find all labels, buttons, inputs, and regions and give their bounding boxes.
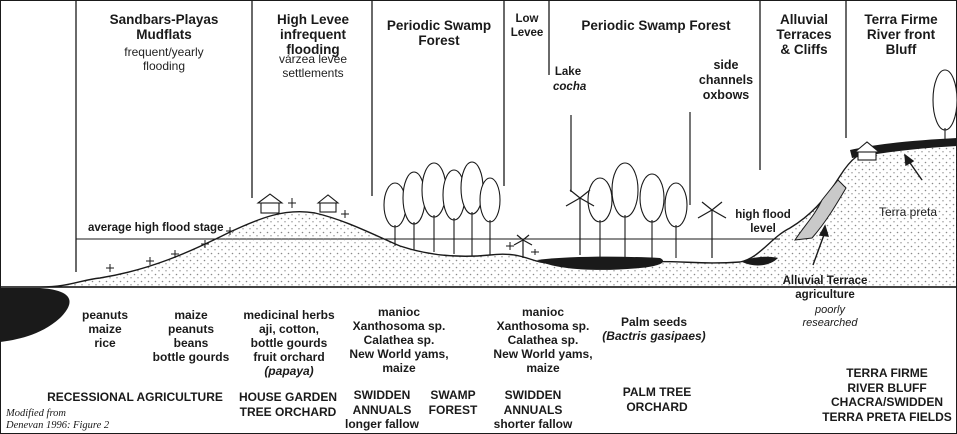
zone-subtitle-high-levee: várzea levee settlements: [254, 52, 372, 80]
crops-sandbars-1: peanuts maize rice: [74, 308, 136, 350]
zone-title-terra-firme: Terra Firme River front Bluff: [848, 12, 954, 57]
system-swamp-forest: SWAMP FOREST: [420, 388, 486, 417]
side-channels-label: side channels oxbows: [692, 58, 760, 103]
crops-high-levee: medicinal herbs aji, cotton, bottle gour…: [236, 308, 342, 378]
zone-title-swamp-forest-2: Periodic Swamp Forest: [552, 18, 760, 33]
zone-title-high-levee: High Levee infrequent flooding: [254, 12, 372, 57]
system-palm-orchard: PALM TREE ORCHARD: [608, 385, 706, 414]
crops-low-levee: manioc Xanthosoma sp. Calathea sp. New W…: [484, 305, 602, 375]
high-flood-level-label: high flood level: [728, 208, 798, 236]
crops-sandbars-2: maize peanuts beans bottle gourds: [138, 308, 244, 364]
crops-palm: Palm seeds(Bactris gasipaes): [590, 315, 718, 343]
river-water: [0, 288, 70, 342]
crops-swamp-1: manioc Xanthosoma sp. Calathea sp. New W…: [340, 305, 458, 375]
zone-subtitle-sandbars: frequent/yearly flooding: [84, 45, 244, 73]
zone-title-alluvial-terraces: Alluvial Terraces & Cliffs: [762, 12, 846, 57]
source-credit: Modified from Denevan 1996: Figure 2: [6, 408, 109, 432]
system-recessional: RECESSIONAL AGRICULTURE: [38, 390, 232, 405]
poorly-researched-label: poorly researched: [790, 304, 870, 330]
system-house-garden: HOUSE GARDEN TREE ORCHARD: [232, 390, 344, 419]
alluvial-terrace-ag-label: Alluvial Terrace agriculture: [770, 274, 880, 302]
swamp-forest-trees-1: [384, 162, 500, 256]
zone-title-low-levee: Low Levee: [505, 12, 549, 40]
swamp-forest-trees-2: [588, 163, 687, 258]
zone-title-sandbars: Sandbars-Playas Mudflats: [84, 12, 244, 42]
zone-title-swamp-forest-1: Periodic Swamp Forest: [374, 18, 504, 48]
terra-preta-label: Terra preta: [868, 205, 948, 219]
levee-huts: [258, 142, 879, 213]
system-terra-firme: TERRA FIRME RIVER BLUFF CHACRA/SWIDDEN T…: [818, 366, 956, 424]
flood-stage-label: average high flood stage: [88, 221, 223, 235]
bluff-tree: [933, 70, 957, 142]
system-swidden-longer: SWIDDEN ANNUALS longer fallow: [340, 388, 424, 432]
cocha-label: cocha: [553, 80, 585, 94]
system-swidden-shorter: SWIDDEN ANNUALS shorter fallow: [484, 388, 582, 432]
lake-label: Lake: [553, 65, 583, 79]
